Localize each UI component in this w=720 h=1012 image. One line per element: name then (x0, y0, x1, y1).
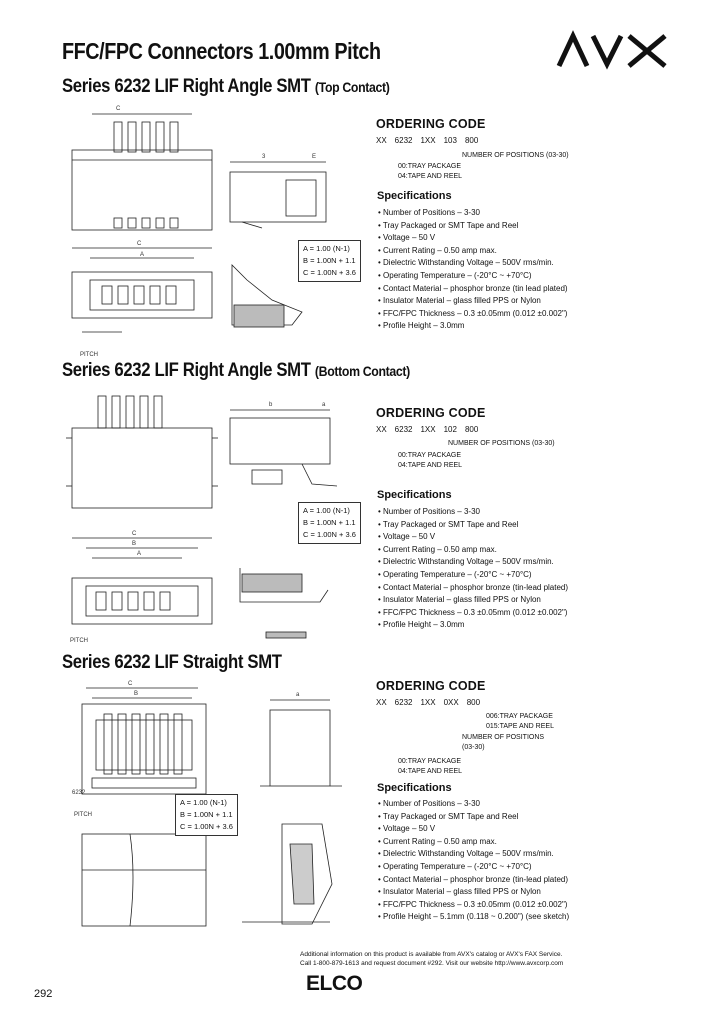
svg-text:C: C (116, 106, 121, 112)
svg-text:C: C (128, 681, 133, 687)
series-title-bottom-contact: Series 6232 LIF Right Angle SMT (Bottom … (62, 360, 410, 381)
list-item: Current Rating – 0.50 amp max. (378, 544, 568, 557)
footer-note: Additional information on this product i… (300, 951, 564, 967)
list-item: Voltage – 50 V (378, 823, 569, 836)
svg-text:a: a (322, 402, 326, 408)
svg-text:b: b (269, 402, 273, 408)
ordering-note: NUMBER OF POSITIONS (462, 734, 545, 741)
specifications-list: Number of Positions – 3-30 Tray Packaged… (378, 207, 568, 333)
svg-text:C: C (137, 241, 142, 247)
ordering-code-title: ORDERING CODE (376, 679, 486, 693)
list-item: Dielectric Withstanding Voltage – 500V r… (378, 848, 569, 861)
svg-text:a: a (296, 692, 300, 698)
svg-text:3: 3 (262, 154, 266, 160)
specifications-list: Number of Positions – 3-30 Tray Packaged… (378, 798, 569, 924)
series-title-top-contact: Series 6232 LIF Right Angle SMT (Top Con… (62, 76, 390, 97)
list-item: Voltage – 50 V (378, 232, 568, 245)
series-subtitle: (Top Contact) (314, 79, 390, 95)
svg-text:B: B (134, 691, 138, 697)
list-item: Profile Height – 5.1mm (0.118 ~ 0.200") … (378, 911, 569, 924)
ordering-note: 04:TAPE AND REEL (398, 173, 463, 180)
ordering-note: NUMBER OF POSITIONS (03-30) (462, 152, 569, 159)
pitch-label: PITCH (80, 352, 98, 358)
list-item: FFC/FPC Thickness – 0.3 ±0.05mm (0.012 ±… (378, 308, 568, 321)
specifications-title: Specifications (377, 782, 452, 794)
list-item: Insulator Material – glass filled PPS or… (378, 295, 568, 308)
list-item: FFC/FPC Thickness – 0.3 ±0.05mm (0.012 ±… (378, 607, 568, 620)
list-item: Current Rating – 0.50 amp max. (378, 836, 569, 849)
ordering-note: 00:TRAY PACKAGE (398, 758, 462, 765)
list-item: Number of Positions – 3-30 (378, 506, 568, 519)
list-item: Voltage – 50 V (378, 531, 568, 544)
ordering-note: 00:TRAY PACKAGE (398, 163, 462, 170)
svg-text:C: C (132, 531, 137, 537)
ordering-note: NUMBER OF POSITIONS (03-30) (448, 440, 555, 447)
ordering-note: 006:TRAY PACKAGE (486, 713, 553, 720)
list-item: Operating Temperature – (-20°C ~ +70°C) (378, 569, 568, 582)
list-item: Tray Packaged or SMT Tape and Reel (378, 220, 568, 233)
list-item: Operating Temperature – (-20°C ~ +70°C) (378, 270, 568, 283)
specifications-list: Number of Positions – 3-30 Tray Packaged… (378, 506, 568, 632)
list-item: Dielectric Withstanding Voltage – 500V r… (378, 556, 568, 569)
page-title: FFC/FPC Connectors 1.00mm Pitch (62, 38, 381, 64)
list-item: Insulator Material – glass filled PPS or… (378, 886, 569, 899)
drawing-straight: C B 6232 a PITCH (72, 681, 342, 927)
ordering-note: (03-30) (462, 744, 485, 751)
list-item: Current Rating – 0.50 amp max. (378, 245, 568, 258)
specifications-title: Specifications (377, 489, 452, 501)
svg-text:A: A (137, 551, 141, 557)
ordering-note: 00:TRAY PACKAGE (398, 452, 462, 459)
series-subtitle: (Bottom Contact) (314, 363, 410, 379)
pitch-label: PITCH (74, 812, 92, 818)
ordering-note: 04:TAPE AND REEL (398, 768, 463, 775)
list-item: Number of Positions – 3-30 (378, 798, 569, 811)
avx-logo (556, 30, 667, 70)
list-item: FFC/FPC Thickness – 0.3 ±0.05mm (0.012 ±… (378, 899, 569, 912)
drawing-bottom-contact: b a C B A PITCH (66, 395, 338, 644)
list-item: Contact Material – phosphor bronze (tin-… (378, 582, 568, 595)
specifications-title: Specifications (377, 190, 452, 202)
svg-text:6232: 6232 (72, 790, 86, 796)
list-item: Operating Temperature – (-20°C ~ +70°C) (378, 861, 569, 874)
ordering-code-title: ORDERING CODE (376, 406, 486, 420)
page-number: 292 (34, 988, 53, 1000)
pitch-label: PITCH (70, 638, 88, 644)
list-item: Contact Material – phosphor bronze (tin … (378, 283, 568, 296)
ordering-note: 04:TAPE AND REEL (398, 462, 463, 469)
ordering-note: 015:TAPE AND REEL (486, 723, 554, 730)
dimension-formulas: A = 1.00 (N-1) B = 1.00N + 1.1 C = 1.00N… (298, 240, 361, 282)
dimension-formulas: A = 1.00 (N-1) B = 1.00N + 1.1 C = 1.00N… (298, 502, 361, 544)
list-item: Insulator Material – glass filled PPS or… (378, 594, 568, 607)
svg-text:A: A (140, 252, 144, 258)
list-item: Tray Packaged or SMT Tape and Reel (378, 519, 568, 532)
svg-text:E: E (312, 154, 316, 160)
list-item: Number of Positions – 3-30 (378, 207, 568, 220)
elco-logo: ELCO (306, 972, 363, 995)
list-item: Profile Height – 3.0mm (378, 619, 568, 632)
svg-text:B: B (132, 541, 136, 547)
dimension-formulas: A = 1.00 (N-1) B = 1.00N + 1.1 C = 1.00N… (175, 794, 238, 836)
list-item: Dielectric Withstanding Voltage – 500V r… (378, 257, 568, 270)
list-item: Profile Height – 3.0mm (378, 320, 568, 333)
drawing-top-contact: C C A 3 E PITCH (71, 106, 327, 358)
list-item: Contact Material – phosphor bronze (tin-… (378, 874, 569, 887)
ordering-code-title: ORDERING CODE (376, 117, 486, 131)
list-item: Tray Packaged or SMT Tape and Reel (378, 811, 569, 824)
series-title-straight: Series 6232 LIF Straight SMT (62, 652, 282, 673)
